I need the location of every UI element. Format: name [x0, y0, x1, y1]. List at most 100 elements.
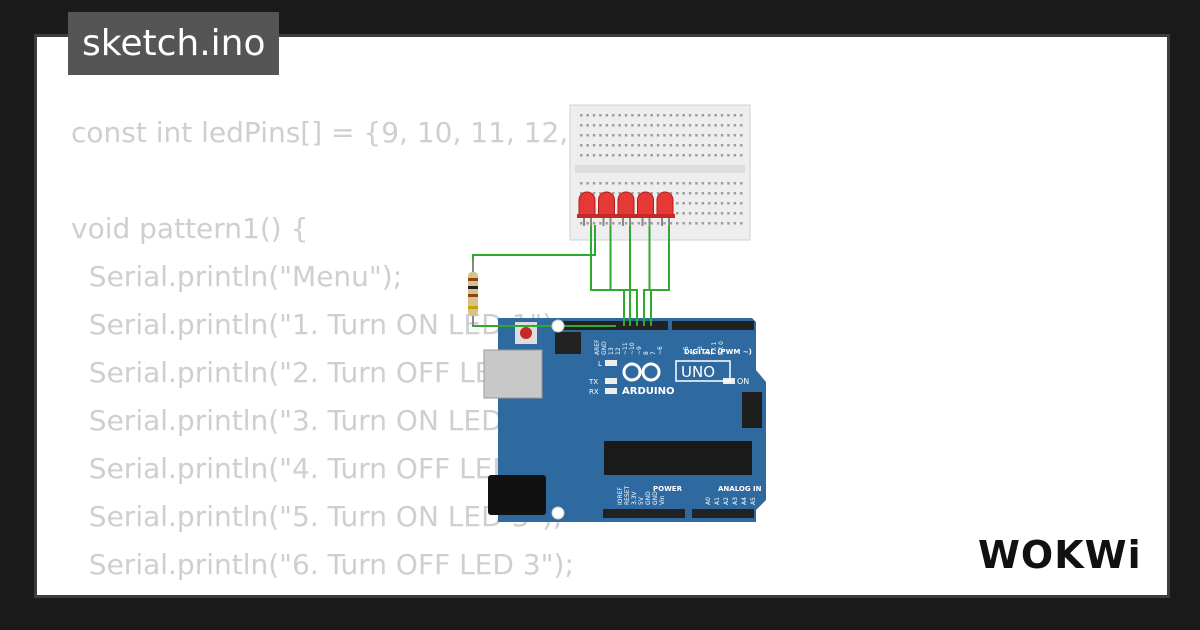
led[interactable]: [598, 191, 615, 217]
breadboard-hole: [714, 124, 717, 127]
breadboard-hole: [727, 134, 730, 137]
led[interactable]: [656, 191, 674, 217]
pin-label: 2: [704, 351, 711, 355]
breadboard-hole: [740, 192, 743, 195]
pin-label: 5V: [638, 496, 645, 505]
breadboard-hole: [637, 144, 641, 147]
led[interactable]: [578, 191, 596, 217]
breadboard-hole: [701, 144, 705, 147]
model-frame: [675, 360, 731, 382]
wire-led-to-pin: [609, 225, 631, 326]
breadboard-hole: [618, 144, 621, 147]
led[interactable]: [637, 191, 654, 217]
pin-label: 13: [608, 347, 615, 355]
breadboard-hole: [669, 192, 673, 195]
breadboard-hole: [695, 144, 698, 147]
breadboard-hole: [708, 212, 711, 215]
breadboard-hole: [592, 124, 596, 127]
breadboard-hole: [708, 202, 711, 205]
breadboard-hole: [682, 124, 685, 127]
breadboard-hole: [727, 192, 730, 195]
breadboard-hole: [701, 202, 705, 205]
breadboard-hole: [612, 154, 615, 157]
breadboard-hole: [676, 124, 679, 127]
pin-label: GND: [652, 491, 659, 505]
breadboard-hole: [669, 222, 673, 225]
wire-led-to-pin: [650, 225, 670, 326]
breadboard-hole: [663, 134, 666, 137]
breadboard-hole: [708, 124, 711, 127]
breadboard-hole: [676, 222, 679, 225]
wire-resistor-to-gnd: [472, 325, 616, 327]
breadboard-hole: [714, 182, 717, 185]
breadboard-hole: [605, 124, 609, 127]
reset-button[interactable]: [520, 327, 532, 339]
breadboard-hole: [688, 192, 692, 195]
resistor[interactable]: [468, 260, 478, 325]
wire-led-to-pin: [643, 225, 651, 326]
breadboard-hole: [612, 124, 615, 127]
breadboard-hole: [618, 114, 621, 117]
breadboard-hole: [650, 144, 653, 147]
breadboard-hole: [708, 114, 711, 117]
arduino-uno-board[interactable]: L TX RX ON ARDUINO UNO DIGITAL (PWM ~) P…: [483, 318, 766, 522]
breadboard-hole: [714, 154, 717, 157]
breadboard-hole: [682, 134, 685, 137]
breadboard-hole: [682, 202, 685, 205]
breadboard-hole: [592, 144, 596, 147]
breadboard-hole: [676, 134, 679, 137]
breadboard-hole: [599, 144, 602, 147]
breadboard-hole: [714, 114, 717, 117]
breadboard-hole: [695, 154, 698, 157]
wokwi-logo[interactable]: WOKWi: [978, 530, 1148, 576]
breadboard-hole: [580, 144, 583, 147]
icsp-header: [555, 332, 581, 354]
breadboard-hole: [708, 144, 711, 147]
breadboard-hole: [688, 124, 692, 127]
breadboard-hole: [682, 154, 685, 157]
breadboard-hole: [727, 124, 730, 127]
breadboard-hole: [618, 134, 621, 137]
breadboard-hole: [663, 182, 666, 185]
breadboard-hole: [688, 222, 692, 225]
led[interactable]: [617, 191, 635, 217]
breadboard-hole: [612, 222, 615, 225]
breadboard-hole: [688, 134, 692, 137]
breadboard-hole: [733, 154, 737, 157]
pin-label: AREF: [594, 339, 601, 355]
breadboard-hole: [688, 212, 692, 215]
breadboard-hole: [650, 124, 653, 127]
breadboard-hole: [656, 222, 660, 225]
breadboard-hole: [669, 114, 673, 117]
digital-header-right: [672, 321, 754, 330]
breadboard-hole: [701, 124, 705, 127]
file-tab[interactable]: sketch.ino: [68, 12, 280, 75]
breadboard-hole: [618, 192, 621, 195]
breadboard-hole: [624, 182, 628, 185]
breadboard-hole: [682, 114, 685, 117]
wire-joint-2: [551, 506, 565, 520]
breadboard-hole: [663, 222, 666, 225]
breadboard-hole: [708, 182, 711, 185]
breadboard-hole: [637, 154, 641, 157]
breadboard-hole: [612, 144, 615, 147]
breadboard-hole: [701, 222, 705, 225]
breadboard-hole: [656, 182, 660, 185]
breadboard-hole: [644, 124, 647, 127]
breadboard-hole: [586, 182, 589, 185]
breadboard-hole: [624, 222, 628, 225]
rx-led: [605, 388, 617, 394]
wokwi-logo-text: WOKWi: [978, 533, 1142, 576]
breadboard-hole: [708, 192, 711, 195]
breadboard-hole: [624, 134, 628, 137]
breadboard-hole: [695, 192, 698, 195]
breadboard-hole: [688, 144, 692, 147]
breadboard[interactable]: [569, 104, 751, 241]
breadboard-hole: [624, 124, 628, 127]
breadboard-hole: [714, 222, 717, 225]
breadboard-hole: [612, 192, 615, 195]
breadboard-hole: [637, 124, 641, 127]
breadboard-hole: [714, 134, 717, 137]
pin-label: 7: [650, 351, 657, 355]
pin-label: GND: [645, 491, 652, 505]
